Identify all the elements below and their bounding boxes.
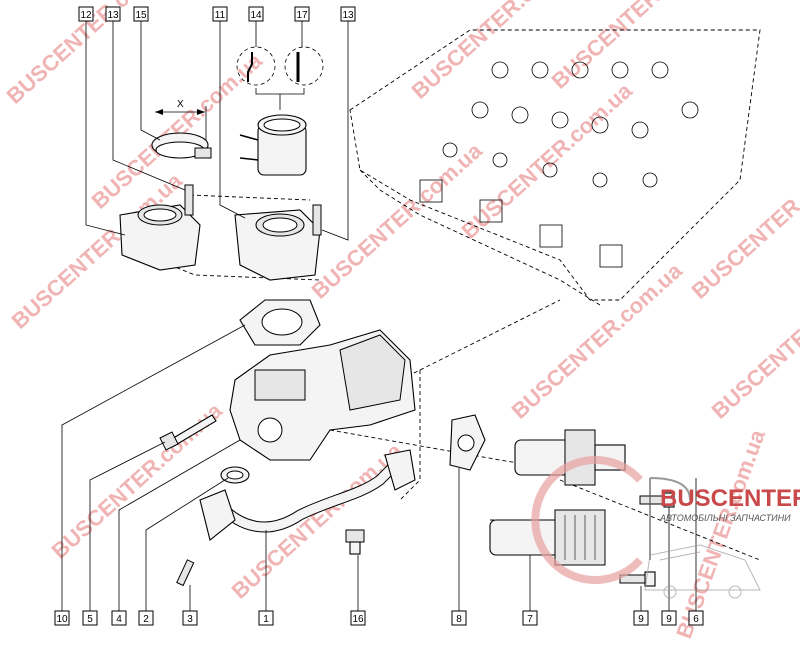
egr-housing (229, 329, 416, 461)
svg-text:11: 11 (215, 10, 226, 21)
svg-text:4: 4 (116, 614, 122, 625)
throttle-body-right (234, 204, 322, 281)
callout-9: 9 (633, 610, 649, 626)
watermark: BUSCENTER.com.ua (547, 0, 728, 94)
callout-9: 9 (661, 610, 677, 626)
callout-3: 3 (182, 610, 198, 626)
svg-text:12: 12 (80, 10, 92, 21)
watermark: BUSCENTER.com.ua (507, 257, 688, 423)
callout-16: 16 (350, 610, 366, 626)
svg-text:15: 15 (135, 10, 147, 21)
svg-text:16: 16 (352, 614, 364, 625)
svg-text:13: 13 (342, 10, 354, 21)
callout-12: 12 (78, 6, 94, 22)
svg-text:3: 3 (187, 614, 193, 625)
bolt (159, 414, 217, 451)
logo-tagline: АВТОМОБІЛЬНІ ЗАПЧАСТИНИ (659, 513, 791, 523)
callout-7: 7 (522, 610, 538, 626)
svg-text:10: 10 (56, 614, 68, 625)
svg-text:17: 17 (296, 10, 308, 21)
svg-text:6: 6 (693, 614, 699, 625)
valve-gasket (449, 414, 486, 471)
callout-17: 17 (294, 6, 310, 22)
svg-text:13: 13 (107, 10, 119, 21)
logo-name: BUSCENTER (660, 485, 800, 512)
callout-1: 1 (258, 610, 274, 626)
minibus-icon (644, 544, 761, 599)
hose-clamp (151, 132, 212, 159)
callout-4: 4 (111, 610, 127, 626)
callout-6: 6 (688, 610, 704, 626)
intake-hose-sleeve (239, 114, 307, 176)
egr-pipe (199, 449, 416, 541)
callout-13: 13 (105, 6, 121, 22)
svg-text:2: 2 (143, 614, 149, 625)
callout-15: 15 (133, 6, 149, 22)
watermark: BUSCENTER.com.ua (687, 137, 800, 303)
watermark: BUSCENTER.com.ua (671, 426, 770, 642)
callout-13: 13 (340, 6, 356, 22)
throttle-body-left (119, 184, 201, 271)
svg-text:1: 1 (263, 614, 269, 625)
cylinder-head (349, 29, 761, 306)
svg-text:8: 8 (456, 614, 462, 625)
watermark: BUSCENTER.com.ua (457, 77, 638, 243)
gasket (239, 299, 321, 346)
bolt (345, 529, 365, 555)
svg-text:7: 7 (527, 614, 533, 625)
svg-text:9: 9 (638, 614, 644, 625)
callout-10: 10 (54, 610, 70, 626)
svg-text:14: 14 (250, 10, 262, 21)
callout-5: 5 (82, 610, 98, 626)
svg-text:9: 9 (666, 614, 672, 625)
dimension-x: X (155, 99, 207, 140)
bolt (176, 559, 195, 587)
watermarks: BUSCENTER.com.ua BUSCENTER.com.ua BUSCEN… (2, 0, 800, 642)
callout-2: 2 (138, 610, 154, 626)
egr-valve-lower (489, 509, 606, 566)
seal-detail-views (236, 46, 324, 110)
callout-11: 11 (212, 6, 228, 22)
callout-14: 14 (248, 6, 264, 22)
dimension-label: X (177, 99, 184, 110)
buscenter-logo: BUSCENTER АВТОМОБІЛЬНІ ЗАПЧАСТИНИ (531, 456, 800, 599)
leader-lines (61, 21, 697, 611)
callout-8: 8 (451, 610, 467, 626)
svg-text:5: 5 (87, 614, 93, 625)
seal-ring (220, 466, 250, 484)
